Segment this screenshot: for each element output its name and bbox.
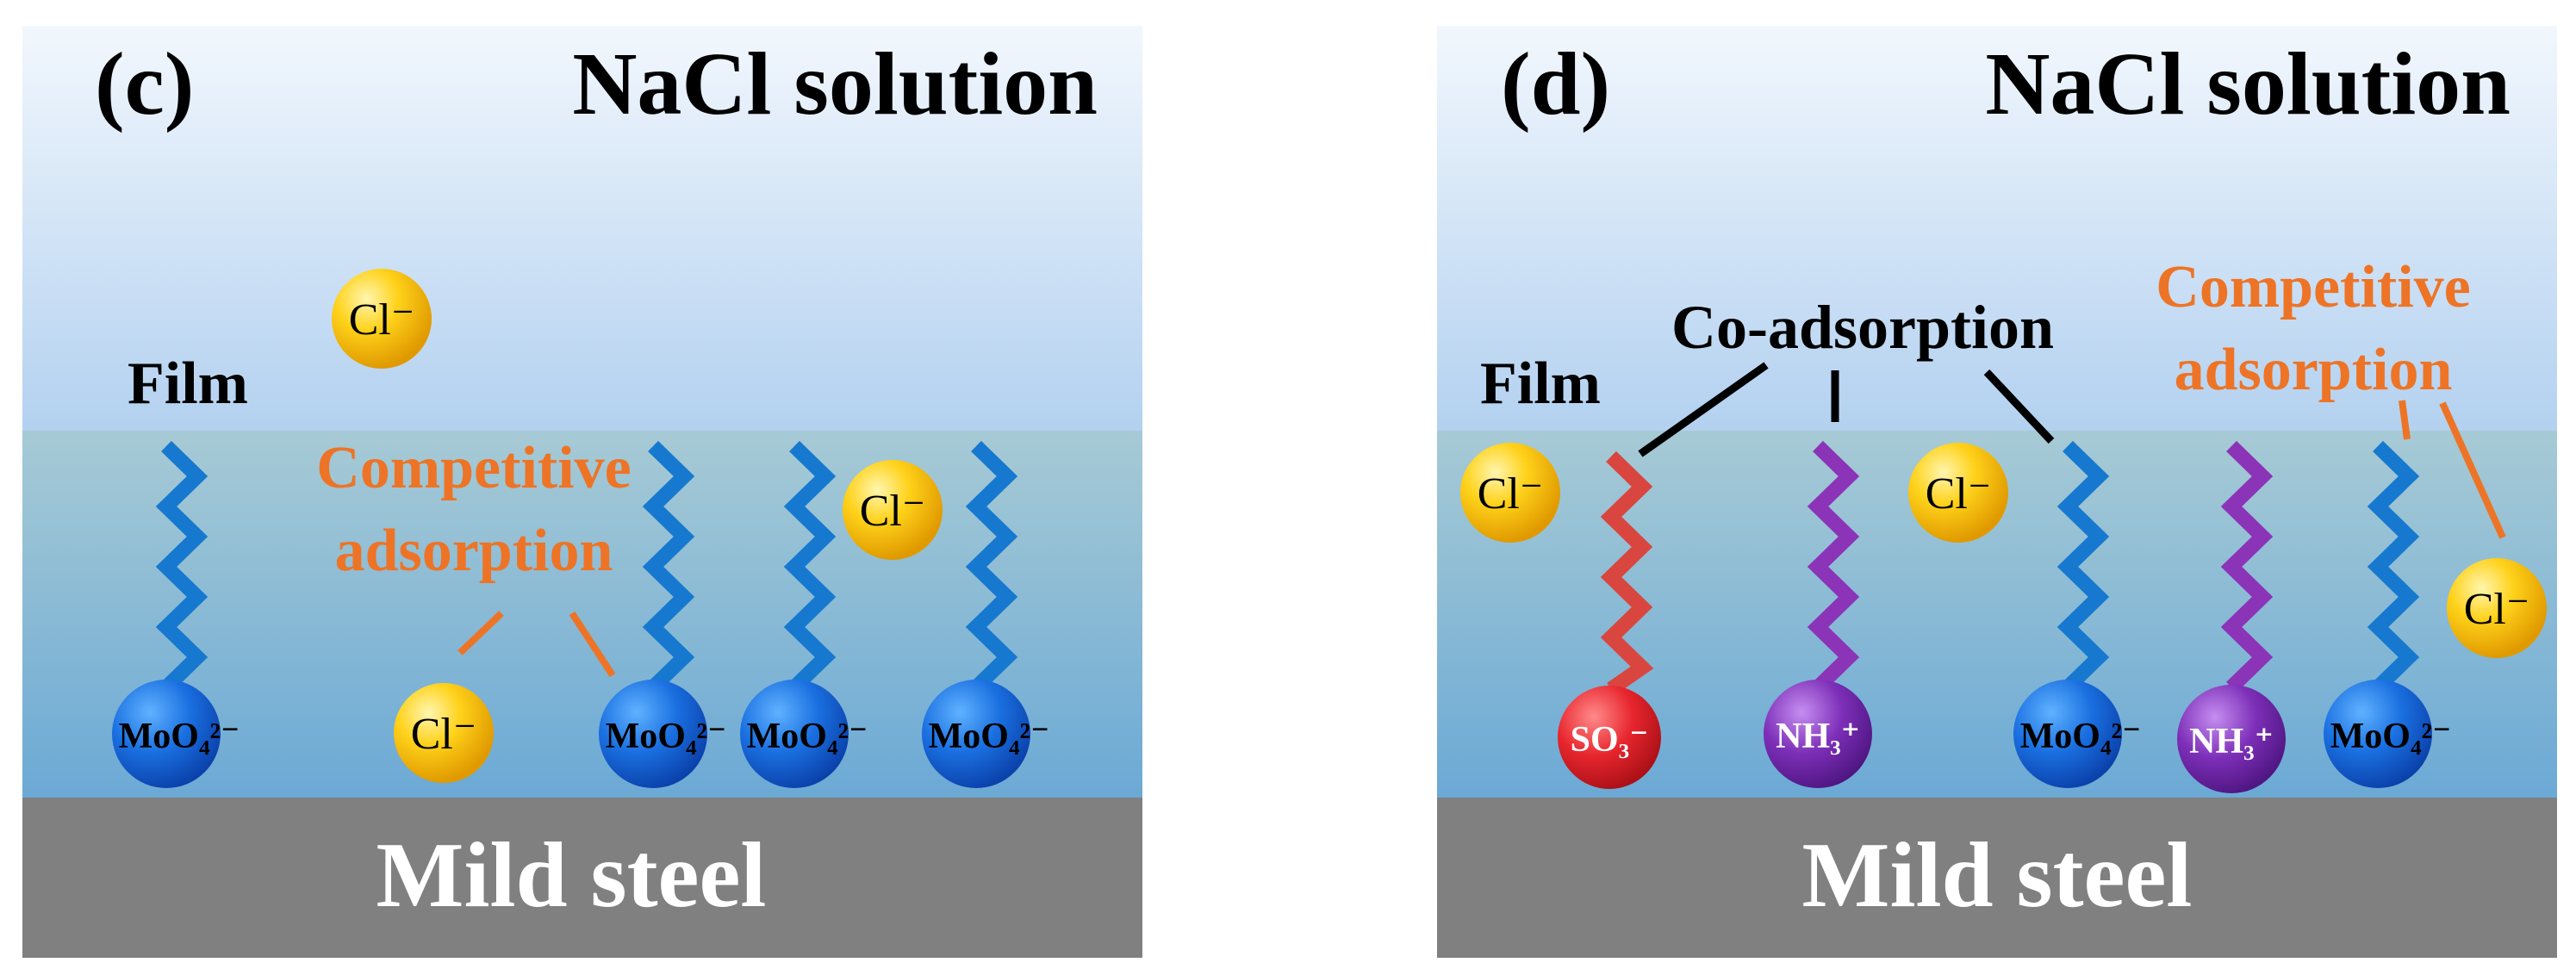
panel-d: (d) NaCl solution Film Co-adsorption Com… <box>1437 26 2557 958</box>
molybdate-ion <box>2013 680 2122 788</box>
steel-substrate <box>22 798 1142 958</box>
ammonium-group <box>2177 685 2286 793</box>
panel-tag: (d) <box>1501 34 1610 134</box>
pointer-line <box>1983 369 2055 444</box>
ammonium-chain <box>1807 440 1860 693</box>
chloride-ion <box>843 460 943 560</box>
molybdate-chain <box>642 440 695 693</box>
molybdate-ion-label: MoO₄²⁻ <box>747 717 868 756</box>
chloride-ion <box>1908 443 2008 543</box>
molybdate-chain <box>965 440 1018 693</box>
molybdate-ion-label: MoO₄²⁻ <box>606 717 727 756</box>
chloride-ion-label: Cl⁻ <box>860 487 926 536</box>
molybdate-ion-label: MoO₄²⁻ <box>929 717 1050 756</box>
molybdate-ion <box>599 680 707 788</box>
substrate-label: Mild steel <box>1802 824 2193 927</box>
chloride-ion <box>332 269 432 369</box>
molybdate-ion-label: MoO₄²⁻ <box>119 717 240 756</box>
chloride-ion-label: Cl⁻ <box>2464 585 2530 634</box>
sulfonate-chain <box>1600 450 1654 695</box>
molybdate-ion <box>112 680 221 788</box>
chloride-ion <box>394 683 494 783</box>
coadsorption-label: Co-adsorption <box>1671 293 2054 362</box>
pointer-line <box>569 611 616 678</box>
panel-tag: (c) <box>95 34 194 134</box>
solution-region <box>22 26 1142 431</box>
sulfonate-group <box>1558 686 1661 789</box>
competitive-label-line2: adsorption <box>335 518 613 584</box>
chloride-ion-label: Cl⁻ <box>411 710 477 759</box>
chloride-ion-label: Cl⁻ <box>1926 469 1992 519</box>
competitive-label-line2: adsorption <box>2175 337 2453 403</box>
ammonium-group-label: NH₃⁺ <box>1776 717 1860 756</box>
chloride-ion <box>2447 558 2547 658</box>
pointer-line <box>2439 401 2506 539</box>
molybdate-ion-label: MoO₄²⁻ <box>2020 717 2142 756</box>
film-label: Film <box>128 351 248 417</box>
molybdate-chain <box>2056 440 2110 693</box>
molybdate-chain <box>155 440 208 693</box>
chloride-ion <box>1460 443 1560 543</box>
solution-label: NaCl solution <box>1985 34 2511 134</box>
ammonium-group-label: NH₃⁺ <box>2189 722 2274 761</box>
molybdate-chain <box>2367 440 2420 693</box>
sulfonate-group-label: SO₃⁻ <box>1571 720 1649 760</box>
competitive-label-line1: Competitive <box>316 435 631 501</box>
panel-c: (c) NaCl solution Film Competitive adsor… <box>22 26 1142 958</box>
substrate-label: Mild steel <box>376 824 767 927</box>
pointer-line <box>1638 362 1769 457</box>
chloride-ion-label: Cl⁻ <box>349 295 415 345</box>
molybdate-ion-label: MoO₄²⁻ <box>2330 717 2452 756</box>
solution-label: NaCl solution <box>572 34 1098 134</box>
pointer-line <box>2399 400 2411 440</box>
ammonium-group <box>1764 680 1872 788</box>
ammonium-chain <box>2220 440 2274 693</box>
chloride-ion-label: Cl⁻ <box>1478 469 1544 519</box>
film-label: Film <box>1480 351 1601 417</box>
molybdate-ion <box>740 680 849 788</box>
pointer-line <box>457 611 504 655</box>
solution-region <box>1437 26 2557 431</box>
steel-substrate <box>1437 798 2557 958</box>
molybdate-chain <box>783 440 837 693</box>
molybdate-ion <box>2324 680 2432 788</box>
competitive-label-line1: Competitive <box>2156 254 2470 320</box>
molybdate-ion <box>922 680 1030 788</box>
